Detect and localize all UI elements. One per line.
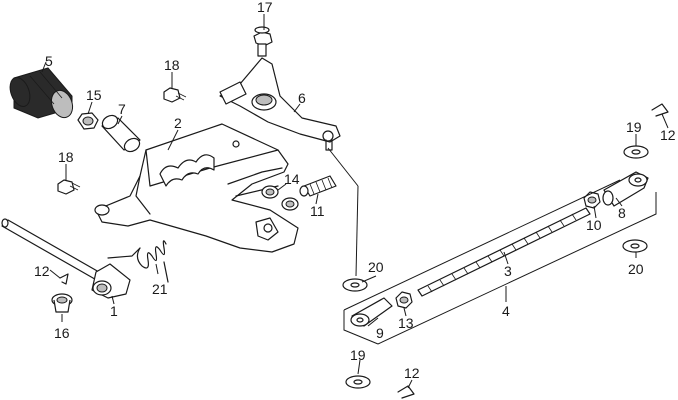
- part-8-rod-end-right: [602, 171, 649, 207]
- callout-1: 1: [110, 303, 118, 319]
- part-19-washer-lower: [345, 375, 371, 389]
- part-10-nut: [583, 191, 601, 209]
- callout-labels: 17 5 18 15 7 6 2 19 12 18 14 11 8 10 20 …: [34, 0, 676, 381]
- callout-11: 11: [310, 203, 325, 219]
- callout-18-lower: 18: [58, 149, 74, 165]
- part-7-spacer-tube: [101, 114, 141, 153]
- part-20-washer-center: [342, 278, 368, 292]
- part-20-washer-right: [622, 239, 648, 253]
- callout-21: 21: [152, 281, 168, 297]
- callout-8: 8: [618, 205, 626, 221]
- callout-5: 5: [45, 53, 53, 69]
- part-19-washer-upper: [623, 145, 649, 159]
- callout-3: 3: [504, 263, 512, 279]
- callout-12-top-right: 12: [660, 127, 676, 143]
- callout-7: 7: [118, 101, 126, 117]
- callout-13: 13: [398, 315, 414, 331]
- callout-20-right: 20: [628, 261, 644, 277]
- callout-17: 17: [257, 0, 273, 15]
- callout-6: 6: [298, 90, 306, 106]
- callout-9: 9: [376, 325, 384, 341]
- part-14-bushing: [261, 185, 299, 211]
- part-15-nut: [77, 112, 99, 130]
- callout-4: 4: [502, 303, 510, 319]
- part-12-clip-left: [59, 273, 69, 285]
- callout-20-center: 20: [368, 259, 384, 275]
- part-16-bushing: [51, 293, 73, 313]
- callout-18-upper: 18: [164, 57, 180, 73]
- callout-10: 10: [586, 217, 602, 233]
- callout-16: 16: [54, 325, 70, 341]
- callout-12-bottom: 12: [404, 365, 420, 381]
- part-18-bolt-lower: [57, 179, 81, 195]
- part-11-threaded-stud: [299, 175, 337, 197]
- part-18-bolt-upper: [163, 87, 187, 103]
- part-13-nut: [395, 291, 413, 309]
- part-9-rod-end: [350, 297, 393, 327]
- part-5-grip-sleeve: [9, 67, 74, 119]
- assembly-outline-4: [343, 179, 657, 345]
- part-1-shaft: [1, 218, 131, 299]
- part-12-clip-top-right: [651, 103, 669, 117]
- leader-lines: [41, 14, 669, 389]
- callout-19-lower: 19: [350, 347, 366, 363]
- part-12-clip-bottom: [397, 385, 415, 399]
- callout-2: 2: [174, 115, 182, 131]
- part-2-bracket-plate: [94, 123, 299, 253]
- callout-12-left: 12: [34, 263, 50, 279]
- callout-14: 14: [284, 171, 300, 187]
- callout-19-upper: 19: [626, 119, 642, 135]
- part-17-bolt: [253, 26, 273, 57]
- callout-15: 15: [86, 87, 102, 103]
- part-21-torsion-spring: [107, 240, 169, 283]
- part-6-arm-lever: [219, 57, 341, 151]
